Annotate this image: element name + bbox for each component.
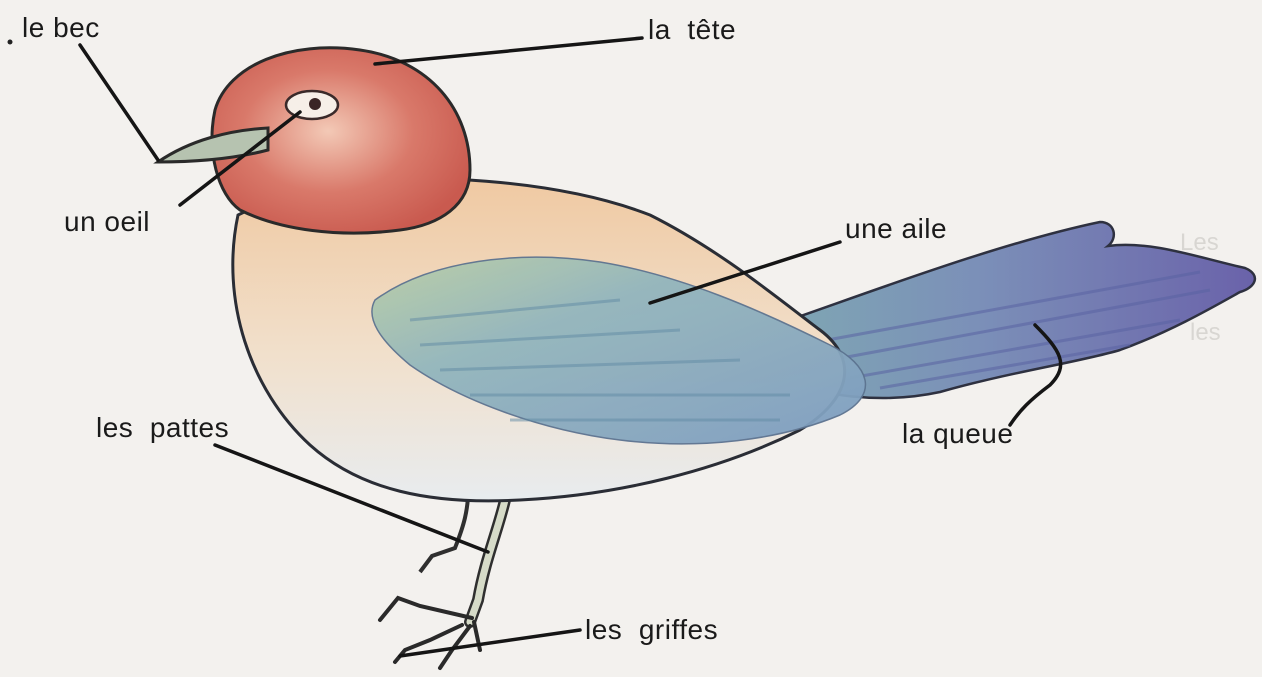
svg-text:les: les [1190, 319, 1221, 346]
leader-bec [80, 45, 158, 160]
leader-tete [375, 38, 642, 64]
svg-text:Les: Les [1180, 229, 1219, 256]
label-oeil: un oeil [64, 208, 150, 236]
stray-dot [8, 40, 13, 45]
label-pattes: les pattes [96, 414, 229, 442]
leg-front-fill [470, 500, 505, 622]
foot [380, 598, 480, 668]
label-tete: la tête [648, 16, 736, 44]
label-aile: une aile [845, 215, 947, 243]
label-bec: le bec [22, 14, 100, 42]
eye-pupil [309, 98, 321, 110]
label-griffes: les griffes [585, 616, 718, 644]
label-queue: la queue [902, 420, 1013, 448]
